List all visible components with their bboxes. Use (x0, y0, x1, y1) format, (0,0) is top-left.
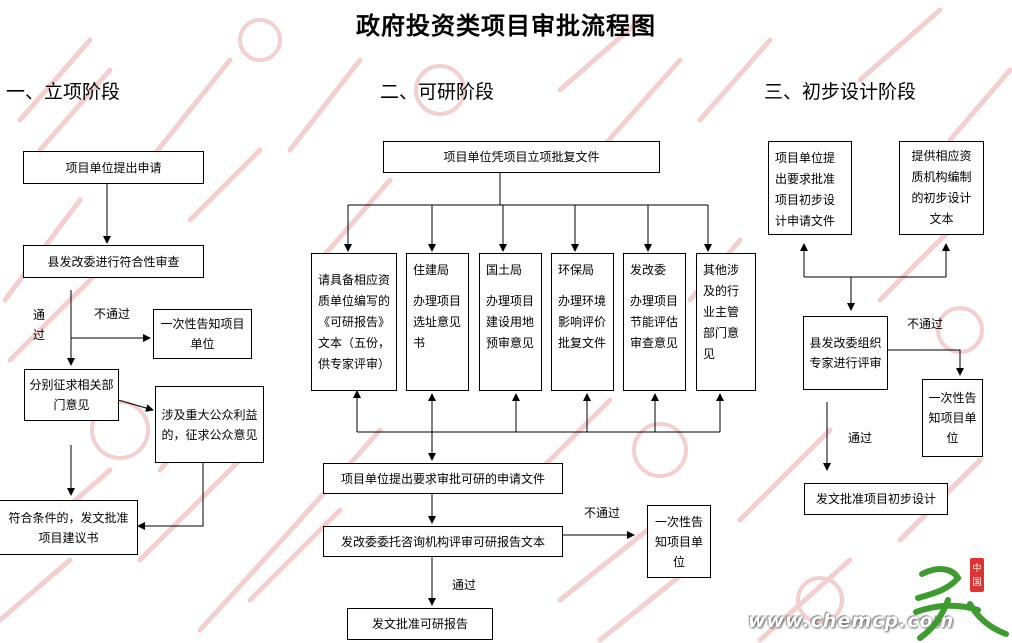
stage1-public-text: 涉及重大公众利益的，征求公众意见 (161, 407, 258, 442)
stage3-fail-label: 不通过 (907, 317, 944, 331)
stage2-env-title: 环保局 (558, 263, 595, 277)
stage3-doc-text: 提供相应资质机构编制的初步设计文本 (911, 149, 972, 226)
stage2-consult-box: 请具备相应资质单位编写的《可研报告》文本（五份，供专家评审） (311, 253, 397, 391)
stage1-opinions-box: 分别征求相关部门意见 (24, 369, 119, 421)
stage-1-heading: 一、立项阶段 (6, 81, 121, 103)
stage2-request-box: 项目单位提出要求审批可研的申请文件 (323, 463, 563, 494)
stage1-issue-text: 符合条件的，发文批准项目建议书 (8, 510, 129, 545)
stage1-opinions-text: 分别征求相关部门意见 (29, 378, 114, 412)
stage2-fail-label: 不通过 (584, 506, 621, 520)
stage2-notify-box: 一次性告知项目单位 (647, 505, 711, 578)
stage3-review-text: 县发改委组织专家进行评审 (809, 336, 882, 370)
svg-text:中: 中 (972, 562, 981, 574)
stage2-issue-text: 发文批准可研报告 (371, 617, 468, 631)
stage2-env-body: 办理环境影响评价批复文件 (558, 294, 607, 350)
stage2-entrust-box: 发改委委托咨询机构评审可研报告文本 (323, 526, 563, 557)
stage2-housing-box: 住建局 办理项目选址意见书 (406, 253, 469, 391)
stage2-other-text: 其他涉及的行业主管部门意见 (703, 263, 740, 361)
stage3-review-box: 县发改委组织专家进行评审 (803, 316, 888, 390)
stage-3-heading: 三、初步设计阶段 (764, 81, 917, 103)
stage1-notify-box: 一次性告知项目单位 (153, 309, 252, 359)
svg-text:国: 国 (972, 577, 981, 588)
site-watermark: www.chemcp.com (748, 610, 955, 632)
stage3-pass-label: 通过 (848, 431, 873, 445)
stage2-other-box: 其他涉及的行业主管部门意见 (696, 253, 756, 391)
stage2-housing-title: 住建局 (413, 263, 450, 277)
stage2-issue-box: 发文批准可研报告 (347, 608, 493, 640)
stage3-request-text: 项目单位提出要求批准项目初步设计申请文件 (775, 151, 836, 228)
stage1-review-box: 县发改委进行符合性审查 (23, 245, 204, 278)
stage2-ndrc-title: 发改委 (630, 263, 667, 277)
stage3-issue-text: 发文批准项目初步设计 (815, 492, 936, 506)
stage1-review-text: 县发改委进行符合性审查 (47, 254, 180, 269)
stage2-housing-body: 办理项目选址意见书 (413, 294, 462, 350)
stage1-apply-box: 项目单位提出申请 (23, 151, 204, 184)
site-logo-icon: 中 国 (913, 558, 1009, 641)
stage1-pass-label: 通过 (33, 308, 46, 342)
stage3-issue-box: 发文批准项目初步设计 (804, 483, 948, 515)
stage3-notify-box: 一次性告知项目单位 (922, 379, 983, 457)
stage3-request-box: 项目单位提出要求批准项目初步设计申请文件 (768, 141, 852, 235)
stage2-ndrc-box: 发改委 办理项目节能评估审查意见 (623, 253, 686, 391)
stage1-fail-label: 不通过 (94, 307, 131, 321)
diagram-title: 政府投资类项目审批流程图 (356, 11, 656, 40)
stage2-notify-text: 一次性告知项目单位 (654, 514, 703, 569)
stage2-land-body: 办理项目建设用地预审意见 (486, 294, 535, 350)
stage1-notify-text: 一次性告知项目单位 (160, 317, 245, 351)
stage2-request-text: 项目单位提出要求审批可研的申请文件 (340, 471, 545, 486)
stage1-apply-text: 项目单位提出申请 (65, 160, 162, 175)
stage2-top-text: 项目单位凭项目立项批复文件 (443, 150, 600, 164)
stage-2-heading: 二、可研阶段 (380, 81, 495, 103)
stage2-consult-text: 请具备相应资质单位编写的《可研报告》文本（五份，供专家评审） (318, 272, 391, 371)
stage2-ndrc-body: 办理项目节能评估审查意见 (630, 294, 679, 350)
stage2-land-box: 国土局 办理项目建设用地预审意见 (479, 253, 542, 391)
stage2-entrust-text: 发改委委托咨询机构评审可研报告文本 (340, 534, 545, 549)
stage3-notify-text: 一次性告知项目单位 (928, 391, 977, 445)
stage3-doc-box: 提供相应资质机构编制的初步设计文本 (899, 141, 984, 235)
stage2-env-box: 环保局 办理环境影响评价批复文件 (551, 253, 614, 391)
stage2-pass-label: 通过 (452, 578, 477, 592)
stage1-public-box: 涉及重大公众利益的，征求公众意见 (155, 386, 264, 463)
stage2-top-box: 项目单位凭项目立项批复文件 (383, 141, 660, 173)
stage1-issue-box: 符合条件的，发文批准项目建议书 (0, 500, 138, 555)
stage2-land-title: 国土局 (486, 263, 523, 277)
